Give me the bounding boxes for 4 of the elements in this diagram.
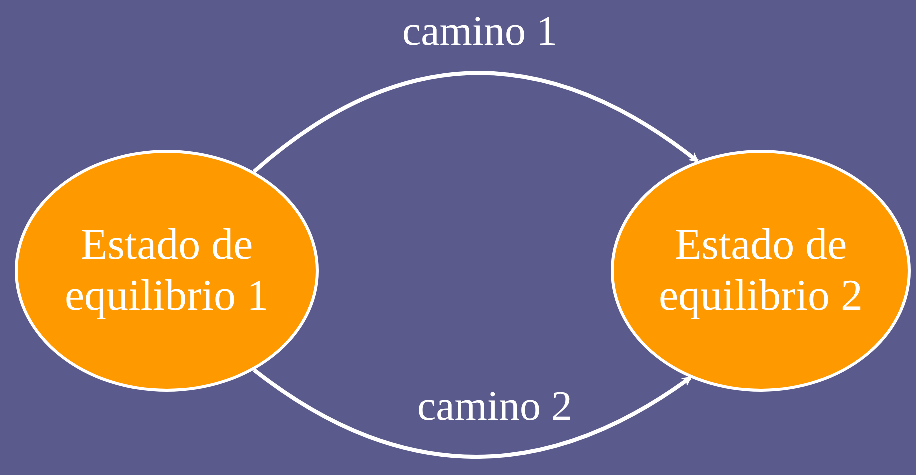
curved-arrow [252,71,700,174]
state-label: Estado de equilibrio 2 [658,220,864,322]
state-label: Estado de equilibrio 1 [64,220,270,322]
curved-arrow [253,368,692,459]
